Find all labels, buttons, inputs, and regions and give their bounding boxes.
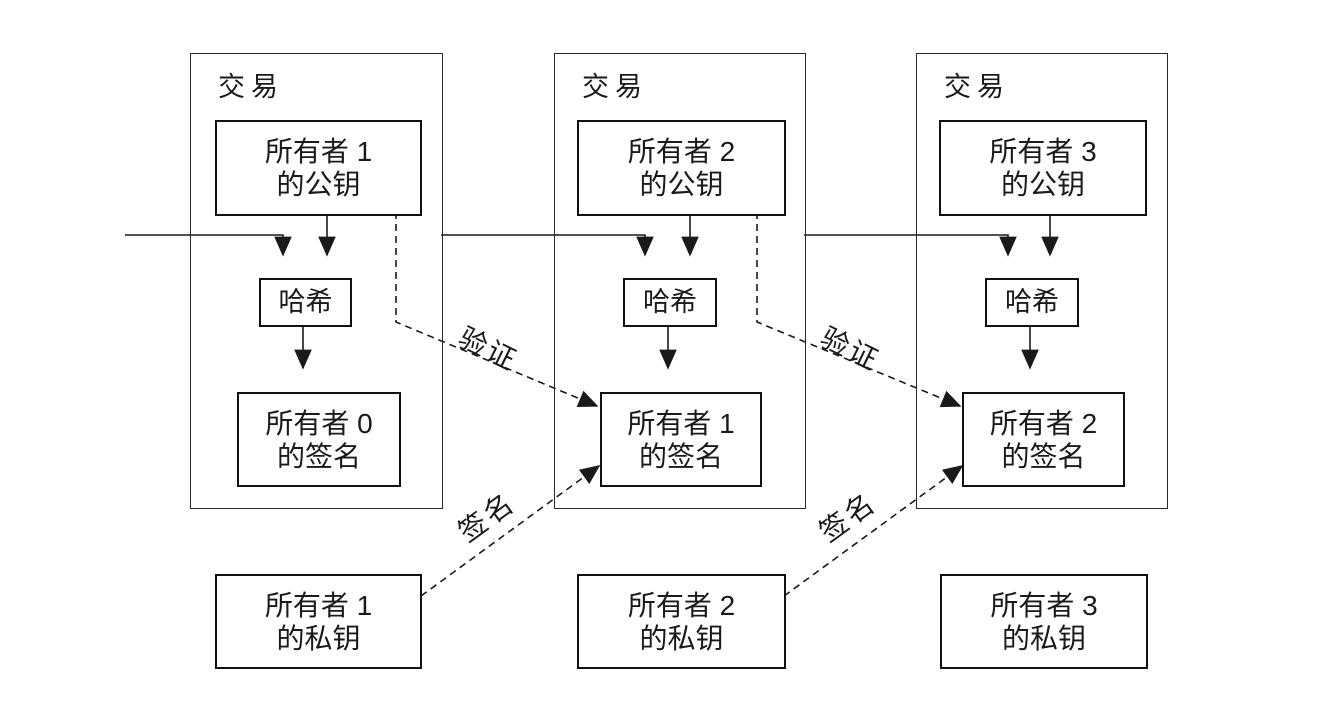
public-key-3-line2: 的公钥 [1000,169,1085,200]
transaction-box-3: 交易 [916,53,1168,509]
public-key-3-line1: 所有者 3 [989,136,1097,167]
transaction-2-title: 交易 [582,72,648,102]
public-key-box-3: 所有者 3 的公钥 [939,120,1147,216]
private-key-2-line1: 所有者 2 [627,589,736,621]
public-key-1-line2: 的公钥 [276,169,361,200]
signature-box-1: 所有者 0 的签名 [237,392,401,487]
hash-box-3: 哈希 [985,278,1079,327]
transaction-box-2: 交易 [554,53,806,509]
transaction-3-title: 交易 [944,72,1010,102]
sign-arrow-privkey2-to-signature3 [783,465,964,597]
hash-box-1: 哈希 [259,278,352,327]
public-key-box-1: 所有者 1 的公钥 [215,120,422,216]
private-key-1-line2: 的私钥 [276,622,361,654]
private-key-1-line1: 所有者 1 [264,589,373,621]
public-key-box-2: 所有者 2 的公钥 [577,120,786,216]
transaction-1-title: 交易 [218,72,284,102]
signature-1-line1: 所有者 0 [265,407,373,439]
signature-2-line1: 所有者 1 [627,407,735,439]
hash-2-label: 哈希 [643,287,697,317]
verify-arrow-pubkey1-to-signature2 [395,212,599,408]
verify-arrow-pubkey2-to-signature3 [756,212,962,408]
chain-line-into-txn1 [125,234,292,257]
hash-1-label: 哈希 [278,287,333,317]
sign-arrow-privkey1-to-signature2 [420,465,601,597]
signature-3-line1: 所有者 2 [989,407,1098,439]
signature-3-line2: 的签名 [1001,440,1086,472]
private-key-box-1: 所有者 1 的私钥 [215,574,422,669]
chain-line-txn2-to-txn3 [804,234,1017,257]
transaction-box-1: 交易 [190,53,443,509]
private-key-box-2: 所有者 2 的私钥 [577,574,786,669]
hash-3-label: 哈希 [1005,287,1059,317]
public-key-2-line1: 所有者 2 [627,136,736,167]
signature-1-line2: 的签名 [276,440,361,472]
private-key-3-line2: 的私钥 [1001,622,1086,654]
private-key-2-line2: 的私钥 [639,622,724,654]
private-key-3-line1: 所有者 3 [990,589,1098,621]
public-key-1-line1: 所有者 1 [264,136,373,167]
private-key-box-3: 所有者 3 的私钥 [940,574,1148,669]
signature-box-2: 所有者 1 的签名 [600,392,762,487]
signature-2-line2: 的签名 [638,440,723,472]
signature-box-3: 所有者 2 的签名 [962,392,1125,487]
public-key-2-line2: 的公钥 [639,169,724,200]
hash-box-2: 哈希 [623,278,717,327]
chain-line-txn1-to-txn2 [441,234,654,257]
